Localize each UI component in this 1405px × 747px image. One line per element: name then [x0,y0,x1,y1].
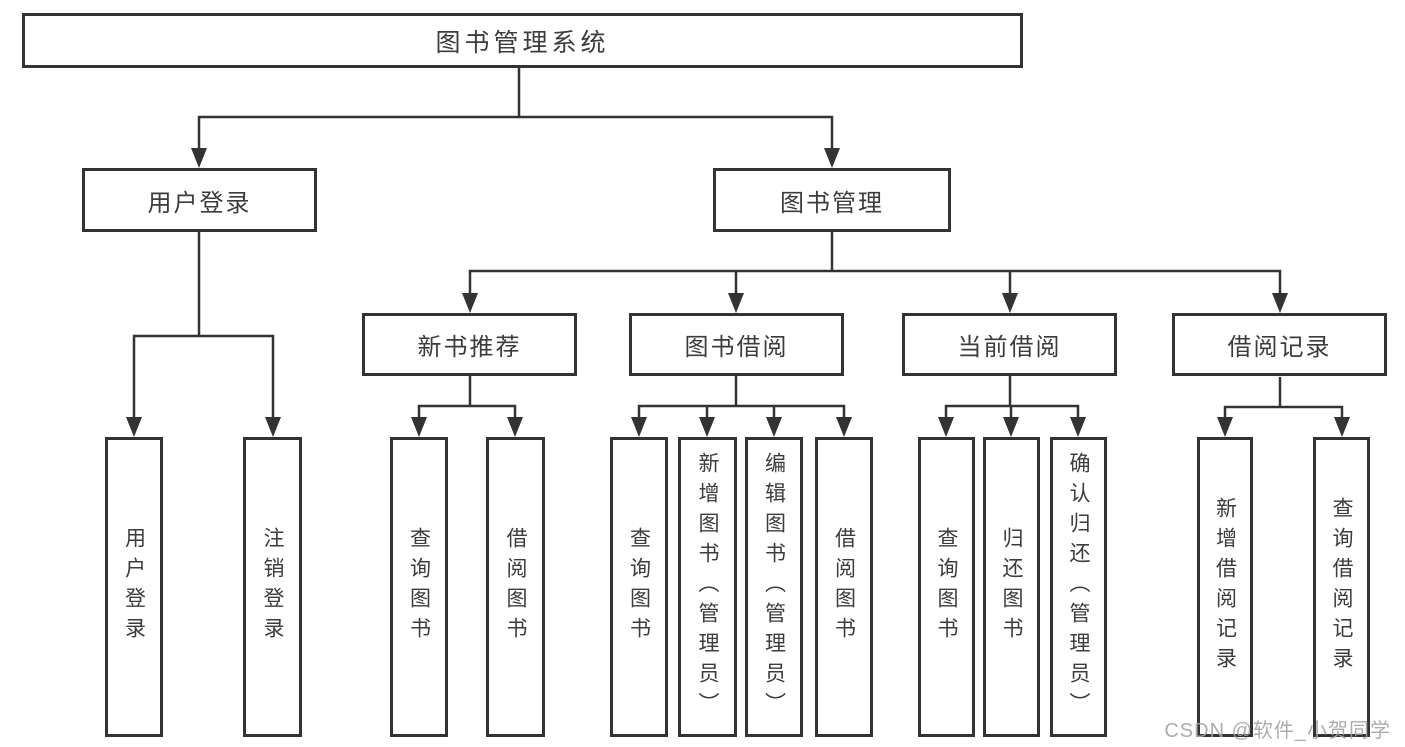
node-leaf-borrow-books-borrowing: 借阅图书 [815,437,873,737]
arrowhead-icon [265,417,281,437]
arrowhead-icon [836,417,852,437]
node-label: 注销登录 [261,527,284,647]
node-leaf-confirm-return-admin: 确认归还（管理员） [1050,437,1107,737]
node-label: 查询借阅记录 [1330,497,1353,677]
node-label: 借阅图书 [832,527,856,647]
arrowhead-icon [462,293,478,313]
arrowhead-icon [938,417,954,437]
node-label: 当前借阅 [957,334,1062,361]
node-leaf-add-books-admin: 新增图书（管理员） [678,437,737,737]
node-label: 新增借阅记录 [1213,497,1237,677]
node-book-borrowing: 图书借阅 [629,313,844,376]
node-leaf-query-books-borrowing: 查询图书 [610,437,668,737]
node-leaf-logout: 注销登录 [243,437,302,737]
node-label: 新增图书（管理员） [696,452,719,722]
node-user-login: 用户登录 [82,168,317,232]
node-label: 图书管理 [780,189,884,217]
arrowhead-icon [699,417,715,437]
arrowhead-icon [1002,293,1018,313]
node-current-borrowing: 当前借阅 [902,313,1117,376]
node-label: 查询图书 [407,527,431,647]
connector-lines [132,68,1344,419]
node-book-management: 图书管理 [713,168,951,232]
node-borrowing-records: 借阅记录 [1172,313,1387,376]
arrowhead-icon [1070,417,1086,437]
node-label: 新书推荐 [417,334,522,361]
arrowhead-icon [1217,417,1233,437]
arrowhead-icon [824,148,840,168]
node-label: 用户登录 [147,189,252,217]
arrowhead-icon [1334,417,1350,437]
arrowhead-icon [411,417,427,437]
node-leaf-user-login: 用户登录 [105,437,163,737]
node-label: 借阅记录 [1227,334,1332,361]
node-label: 查询图书 [935,527,958,647]
node-label: 借阅图书 [504,527,527,647]
node-label: 查询图书 [627,527,651,647]
arrowhead-icon [1272,293,1288,313]
node-leaf-return-books: 归还图书 [983,437,1040,737]
node-library-management-system: 图书管理系统 [22,13,1023,68]
arrowhead-icon [507,417,523,437]
node-label: 归还图书 [1000,527,1023,647]
node-label: 用户登录 [122,527,146,647]
arrowhead-icon [631,417,647,437]
node-leaf-borrow-books-newbook: 借阅图书 [486,437,545,737]
arrowhead-icon [126,417,142,437]
csdn-watermark: CSDN @软件_小贺同学 [1164,720,1391,742]
node-leaf-add-borrow-record: 新增借阅记录 [1197,437,1253,737]
node-leaf-query-books-current: 查询图书 [918,437,975,737]
node-label: 确认归还（管理员） [1067,452,1090,722]
node-label: 图书管理系统 [435,28,610,57]
arrowhead-icon [728,293,744,313]
node-leaf-query-borrow-record: 查询借阅记录 [1313,437,1370,737]
arrowhead-icon [1003,417,1019,437]
arrowhead-icons [126,148,1350,437]
node-new-book-recommendation: 新书推荐 [362,313,577,376]
node-label: 编辑图书（管理员） [762,452,786,722]
node-leaf-edit-books-admin: 编辑图书（管理员） [745,437,803,737]
arrowhead-icon [766,417,782,437]
node-leaf-query-books-newbook: 查询图书 [390,437,448,737]
node-label: 图书借阅 [684,334,789,361]
arrowhead-icon [191,148,207,168]
